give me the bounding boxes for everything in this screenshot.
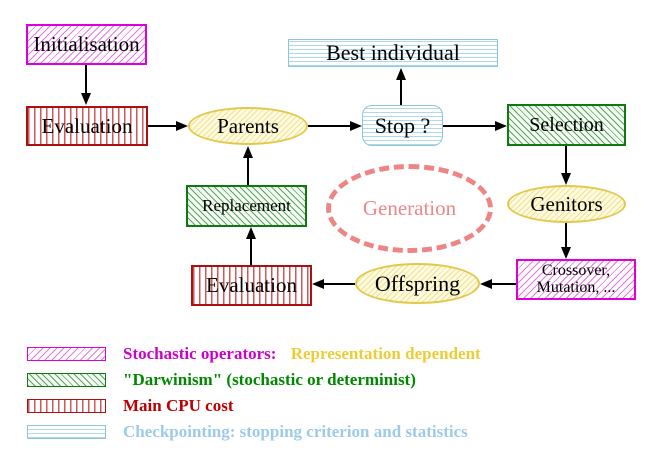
- node-initialisation-label: Initialisation: [33, 32, 140, 57]
- node-parents: Parents: [188, 107, 308, 145]
- node-stop: Stop ?: [362, 105, 443, 146]
- node-best-individual: Best individual: [288, 39, 498, 67]
- node-selection-label: Selection: [529, 113, 604, 136]
- node-replacement-label: Replacement: [202, 196, 291, 216]
- node-evaluation-bottom-label: Evaluation: [206, 273, 297, 298]
- legend-swatch-main-cpu-cost: [27, 399, 106, 413]
- node-crossover-mutation: Crossover, Mutation, ...: [516, 259, 636, 300]
- legend-label-darwinism: "Darwinism" (stochastic or determinist): [123, 370, 416, 389]
- node-crossover-label-line2: Mutation, ...: [536, 278, 616, 296]
- legend-row-main-cpu-cost: Main CPU cost: [123, 397, 233, 415]
- node-replacement: Replacement: [186, 185, 307, 227]
- legend-row-darwinism: "Darwinism" (stochastic or determinist): [123, 371, 416, 389]
- node-initialisation: Initialisation: [26, 24, 147, 65]
- node-offspring-label: Offspring: [374, 270, 461, 296]
- legend-label-main-cpu-cost: Main CPU cost: [123, 396, 234, 415]
- node-crossover-label-line1: Crossover,: [541, 261, 611, 279]
- legend-label-stochastic-operators: Stochastic operators:: [123, 344, 277, 363]
- legend-swatch-darwinism: [27, 373, 106, 387]
- node-genitors-label: Genitors: [530, 191, 603, 216]
- node-evaluation-top-label: Evaluation: [41, 113, 133, 138]
- node-offspring: Offspring: [355, 263, 480, 304]
- generation-label: Generation: [362, 196, 457, 220]
- legend-swatch-stochastic-operators: [27, 347, 106, 361]
- node-stop-label: Stop ?: [374, 112, 431, 138]
- legend-row-checkpointing: Checkpointing: stopping criterion and st…: [123, 423, 468, 441]
- node-evaluation-bottom: Evaluation: [191, 265, 312, 306]
- node-evaluation-top: Evaluation: [26, 106, 148, 146]
- legend-note-representation-dependent: Representation dependent: [290, 344, 481, 363]
- generation-cycle-ellipse: Generation: [326, 164, 493, 253]
- node-selection: Selection: [507, 104, 626, 146]
- node-genitors: Genitors: [507, 185, 626, 223]
- node-best-individual-label: Best individual: [326, 40, 460, 66]
- node-parents-label: Parents: [217, 113, 279, 138]
- legend-swatch-checkpointing: [27, 425, 106, 439]
- legend-label-checkpointing: Checkpointing: stopping criterion and st…: [123, 422, 468, 441]
- legend-row-stochastic-operators: Stochastic operators: Representation dep…: [123, 345, 481, 363]
